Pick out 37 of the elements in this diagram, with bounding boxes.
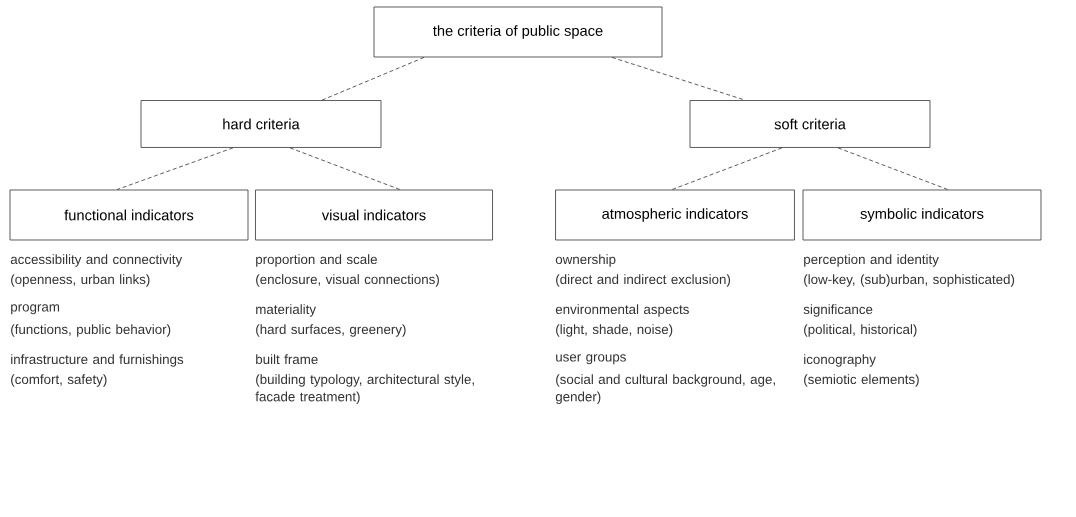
indicator-text: (social and cultural background, age, gender) <box>555 374 775 404</box>
indicator-text: (functions, public behavior) <box>11 324 171 337</box>
indicator-text: perception and identity <box>804 254 939 267</box>
connector-line <box>321 57 425 101</box>
indicator-text: (hard surfaces, greenery) <box>256 324 406 337</box>
indicator-text: accessibility and connectivity <box>10 254 183 267</box>
indicator-text: environmental aspects <box>555 304 689 317</box>
indicator-text: (building typology, architectural style, facade treatment) <box>255 374 474 404</box>
criteria-box: atmospheric indicators <box>555 189 795 241</box>
connector-line <box>611 57 746 101</box>
indicator-text: materiality <box>256 304 316 317</box>
indicator-text: proportion and scale <box>256 254 377 267</box>
indicator-text: (political, historical) <box>804 324 917 337</box>
connector-line <box>671 147 783 190</box>
connector-line <box>837 147 949 190</box>
indicator-text: (semiotic elements) <box>804 374 919 387</box>
indicator-text: ownership <box>555 254 616 267</box>
indicator-text: iconography <box>804 354 876 367</box>
indicator-text: (enclosure, visual connections) <box>256 274 439 287</box>
criteria-box: the criteria of public space <box>373 6 663 58</box>
connector-line <box>289 147 401 190</box>
indicator-text: (openness, urban links) <box>11 274 150 287</box>
connector-line <box>116 147 234 190</box>
criteria-box: symbolic indicators <box>802 189 1042 241</box>
indicator-text: (low-key, (sub)urban, sophisticated) <box>804 274 1015 287</box>
indicator-text: infrastructure and furnishings <box>11 354 184 367</box>
indicator-text: significance <box>803 304 873 317</box>
indicator-text: (direct and indirect exclusion) <box>556 274 731 287</box>
criteria-box: functional indicators <box>9 189 249 241</box>
indicator-text: built frame <box>256 354 318 365</box>
criteria-box: hard criteria <box>140 100 382 148</box>
criteria-box: visual indicators <box>255 189 493 241</box>
indicator-text: (light, shade, noise) <box>556 324 673 337</box>
indicator-text: user groups <box>556 354 626 365</box>
indicator-text: program <box>11 304 60 315</box>
indicator-text: (comfort, safety) <box>11 374 107 387</box>
criteria-box: soft criteria <box>689 100 931 148</box>
